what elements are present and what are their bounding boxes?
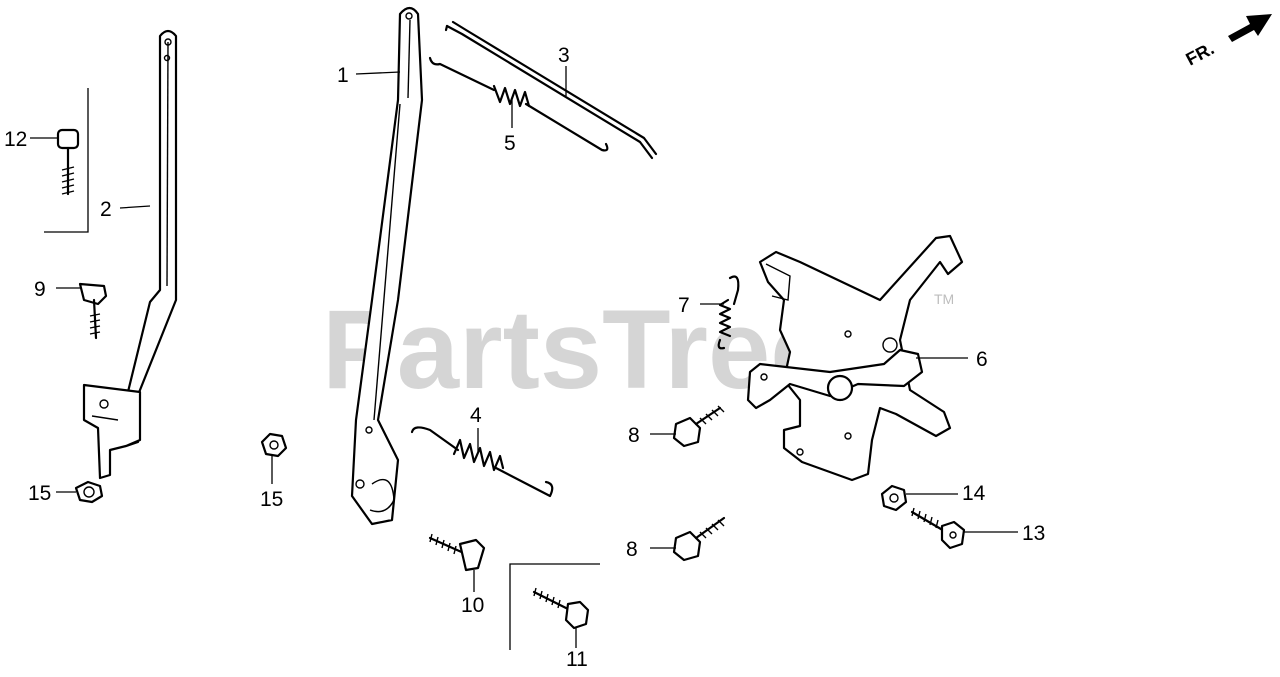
callout-3: 3 [558,44,570,67]
callout-14: 14 [962,482,986,505]
callout-8-upper: 8 [628,424,640,447]
watermark: PartsTree TM [322,287,954,412]
callout-2: 2 [100,198,112,221]
part-15-nut-left [74,480,104,504]
callout-13: 13 [1022,522,1045,545]
callout-1: 1 [337,64,349,87]
part-3-link-rod [444,20,658,160]
watermark-trademark: TM [934,291,954,307]
callout-11: 11 [566,648,588,671]
part-15-nut-middle [260,432,288,458]
part-14-nut [880,484,908,512]
part-8-flange-bolt-upper [672,405,725,448]
part-2-rod [82,29,178,480]
callout-15-middle: 15 [260,488,283,511]
part-6-bracket [746,234,964,482]
front-direction-indicator: FR. [1182,14,1272,70]
callout-15-left: 15 [28,482,51,505]
front-label: FR. [1182,38,1217,69]
callout-9: 9 [34,278,46,301]
part-12-bracket-line [44,88,89,233]
callout-labels: 1 2 3 4 5 6 7 8 8 9 10 11 12 13 14 15 15 [4,44,1045,671]
part-1-control-rod [350,6,424,526]
part-4-spring [410,426,554,498]
part-8-flange-bolt-lower [672,516,726,562]
part-10-carriage-bolt [428,533,486,572]
leader-lines [30,66,1018,648]
callout-7: 7 [678,294,690,317]
part-7-spring [717,275,740,350]
part-11-bolt [532,587,590,630]
front-arrow-icon [1228,14,1272,42]
part-5-spring [428,56,609,152]
callout-12: 12 [4,128,27,151]
callout-6: 6 [976,348,988,371]
callout-4: 4 [470,404,482,427]
part-9-carriage-bolt [78,282,108,340]
callout-10: 10 [461,594,484,617]
watermark-text: PartsTree [322,287,833,412]
callout-5: 5 [504,132,516,155]
part-11-bracket-line [509,563,600,650]
part-12-bolt [56,128,80,196]
part-13-bolt [910,507,966,550]
callout-8-lower: 8 [626,538,638,561]
